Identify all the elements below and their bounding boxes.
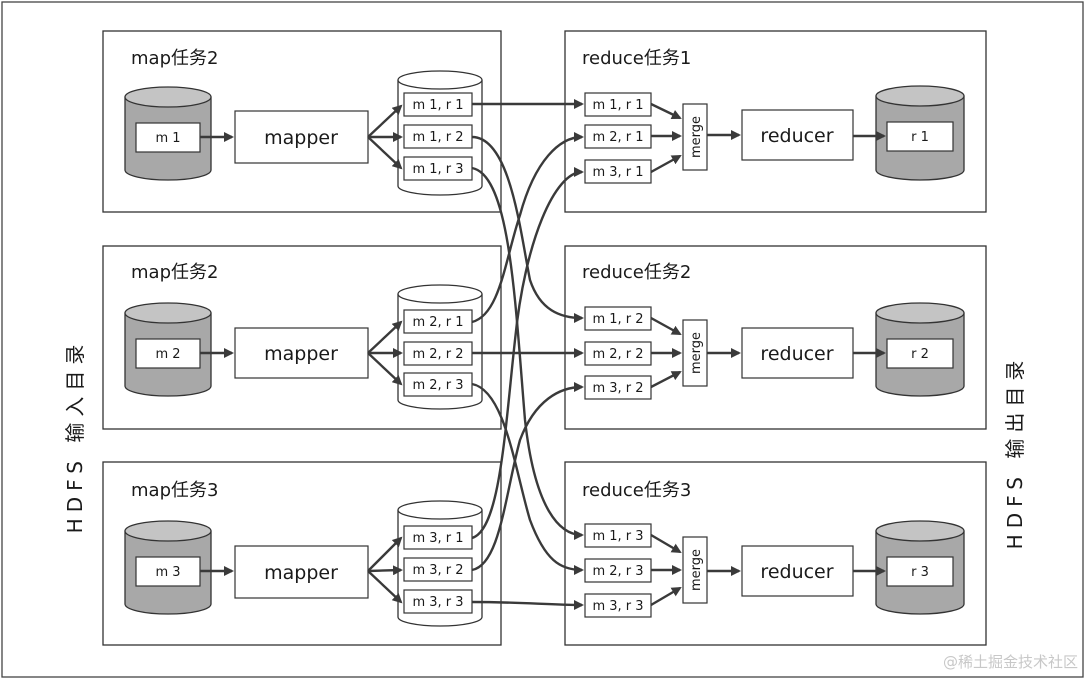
reducer-box [741, 109, 854, 161]
shuffle-arrow [471, 382, 584, 572]
shuffle-arrow [471, 167, 584, 540]
reducer-label: reducer [760, 343, 833, 365]
reduce-input-label: m 3, r 2 [592, 381, 643, 396]
mapper-to-partition-arrow [367, 565, 403, 576]
map-task-1: map任务2 m 1 mapper m 1, r 1 m 1, r 2 m 1,… [102, 30, 502, 213]
reducer-label: reducer [760, 125, 833, 147]
merge-label: merge [689, 116, 704, 158]
map-task-title: map任务2 [131, 48, 218, 69]
reducer-box [741, 327, 854, 379]
partition-label: m 3, r 1 [412, 531, 463, 546]
shuffle-arrow [471, 132, 584, 324]
input-split-box [135, 122, 201, 153]
partition-label: m 2, r 3 [412, 378, 463, 393]
reduce-input-label: m 2, r 1 [592, 130, 643, 145]
merge-label: merge [689, 549, 704, 591]
output-file-box [886, 338, 954, 369]
partition-label: m 1, r 2 [412, 130, 463, 145]
reduce-task-title: reduce任务1 [582, 48, 691, 69]
partition-label: m 1, r 3 [412, 162, 463, 177]
input-split-label: m 1 [155, 131, 180, 146]
mapper-to-partition-arrow [367, 320, 403, 354]
reduce-task-1: reduce任务1 m 1, r 1 m 2, r 1 m 3, r 1 mer… [564, 30, 987, 213]
output-file-label: r 1 [911, 130, 929, 145]
shuffle-arrow [471, 599, 584, 610]
input-split-box [135, 338, 201, 369]
partition-label: m 3, r 2 [412, 563, 463, 578]
merge-label: merge [689, 332, 704, 374]
map-task-title: map任务3 [131, 480, 218, 501]
reduce-task-title: reduce任务3 [582, 480, 691, 501]
mapper-label: mapper [264, 127, 338, 149]
reducer-label: reducer [760, 561, 833, 583]
output-file-label: r 3 [911, 565, 929, 580]
partition-label: m 2, r 2 [412, 347, 463, 362]
reduce-input-label: m 1, r 3 [592, 529, 643, 544]
reduce-input-label: m 2, r 3 [592, 564, 643, 579]
map-task-title: map任务2 [131, 262, 218, 283]
reducer-box [741, 545, 854, 597]
reduce-task-3: reduce任务3 m 1, r 3 m 2, r 3 m 3, r 3 mer… [564, 461, 987, 646]
mapper-label: mapper [264, 562, 338, 584]
input-to-merge-arrow [650, 154, 682, 174]
merge-box [682, 103, 708, 171]
shuffle-arrow [471, 166, 584, 540]
watermark-text: @稀土掘金技术社区 [943, 653, 1078, 671]
reduce-input-label: m 1, r 2 [592, 312, 643, 327]
merge-box [682, 536, 708, 604]
input-split-box [135, 556, 201, 587]
data-flow-arrows [200, 99, 886, 610]
mapper-box [234, 110, 369, 164]
input-to-merge-arrow [650, 316, 682, 336]
input-to-merge-arrow [650, 102, 682, 120]
partition-label: m 1, r 1 [412, 98, 463, 113]
output-file-box [886, 121, 954, 152]
shuffle-arrow [471, 382, 584, 575]
partition-label: m 2, r 1 [412, 315, 463, 330]
hdfs-input-label: HDFS 输入目录 [63, 339, 87, 534]
reduce-input-label: m 2, r 2 [592, 347, 643, 362]
output-file-box [886, 556, 954, 587]
reduce-input-label: m 3, r 3 [592, 599, 643, 614]
reduce-task-2: reduce任务2 m 1, r 2 m 2, r 2 m 3, r 2 mer… [564, 245, 987, 430]
reduce-task-title: reduce任务2 [582, 262, 691, 283]
mapper-to-partition-arrow [367, 104, 403, 138]
input-to-merge-arrow [650, 586, 682, 607]
map-task-3: map任务3 m 3 mapper m 3, r 1 m 3, r 2 m 3,… [102, 461, 502, 646]
partition-label: m 3, r 3 [412, 595, 463, 610]
hdfs-output-label: HDFS 输出目录 [1003, 355, 1027, 550]
output-file-label: r 2 [911, 347, 929, 362]
input-split-label: m 2 [155, 347, 180, 362]
reduce-input-box [584, 593, 652, 618]
mapper-box [234, 545, 369, 599]
mapper-box [234, 327, 369, 379]
mapper-to-partition-arrow [367, 136, 403, 170]
input-to-merge-arrow [650, 370, 682, 389]
mapper-to-partition-arrow [367, 536, 403, 572]
reduce-input-label: m 1, r 1 [592, 98, 643, 113]
mapper-to-partition-arrow [367, 570, 403, 604]
map-task-2: map任务2 m 2 mapper m 2, r 1 m 2, r 2 m 2,… [102, 245, 502, 430]
input-split-label: m 3 [155, 565, 180, 580]
mapper-to-partition-arrow [367, 352, 403, 386]
reduce-input-box [584, 375, 652, 400]
input-to-merge-arrow [650, 533, 682, 554]
mapper-label: mapper [264, 343, 338, 365]
reduce-input-label: m 3, r 1 [592, 165, 643, 180]
